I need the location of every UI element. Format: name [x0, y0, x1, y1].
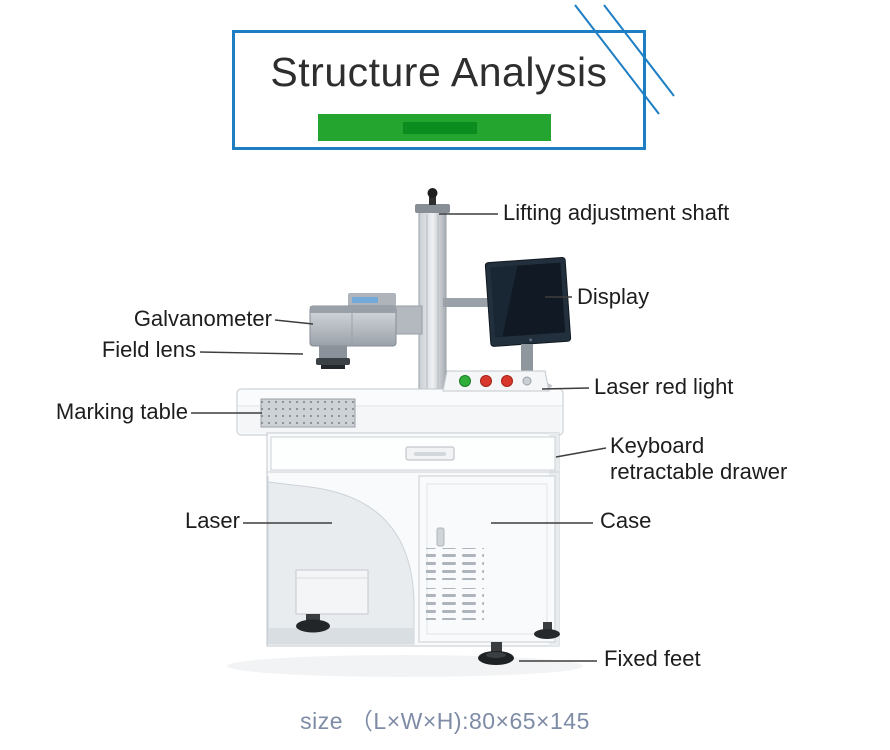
label-field-lens: Field lens — [101, 337, 196, 362]
label-keyboard-retractable-drawer: Keyboard retractable drawer — [610, 433, 788, 484]
cabinet-door — [418, 475, 556, 643]
leader-keyboard-drawer — [555, 447, 607, 458]
label-lifting-adjustment-shaft: Lifting adjustment shaft — [503, 200, 730, 225]
adjustment-knob — [429, 193, 436, 205]
floor-shadow — [227, 655, 583, 677]
title-underline-bar — [318, 114, 551, 141]
keyboard-drawer — [270, 436, 556, 471]
lifting-column — [415, 188, 450, 405]
machine-illustration — [227, 188, 583, 677]
red-button — [501, 375, 513, 387]
green-button — [459, 375, 471, 387]
laser-alcove — [267, 476, 415, 645]
door-handle — [436, 527, 445, 547]
diagonal-line — [603, 4, 675, 97]
leader-laser-red-light — [541, 387, 590, 390]
leader-field-lens — [199, 351, 304, 355]
label-marking-table: Marking table — [55, 399, 188, 424]
title-box: Structure Analysis — [232, 30, 646, 150]
label-galvanometer: Galvanometer — [133, 306, 272, 331]
label-case: Case — [600, 508, 652, 533]
vent-grille — [426, 548, 484, 580]
monitor-arm — [443, 298, 498, 307]
label-laser: Laser — [184, 508, 240, 533]
leader-galvanometer — [274, 319, 314, 325]
key-switch — [522, 376, 532, 386]
fixed-feet-parts — [296, 614, 560, 665]
step-box — [295, 569, 369, 615]
label-display: Display — [577, 284, 650, 309]
marking-table-plate — [260, 398, 356, 428]
label-laser-red-light: Laser red light — [594, 374, 734, 399]
galvanometer-head — [309, 293, 423, 369]
size-caption: size （L×W×H):80×65×145 — [300, 708, 590, 734]
cabinet-case — [266, 432, 560, 665]
page-title: Structure Analysis — [270, 49, 608, 95]
field-lens-barrel — [316, 346, 350, 369]
title-underline-inner — [403, 122, 477, 134]
red-button — [480, 375, 492, 387]
label-fixed-feet: Fixed feet — [604, 646, 701, 671]
control-panel — [442, 370, 550, 392]
vent-grille — [426, 588, 484, 620]
leader-lines — [191, 213, 607, 662]
status-light — [352, 297, 378, 303]
